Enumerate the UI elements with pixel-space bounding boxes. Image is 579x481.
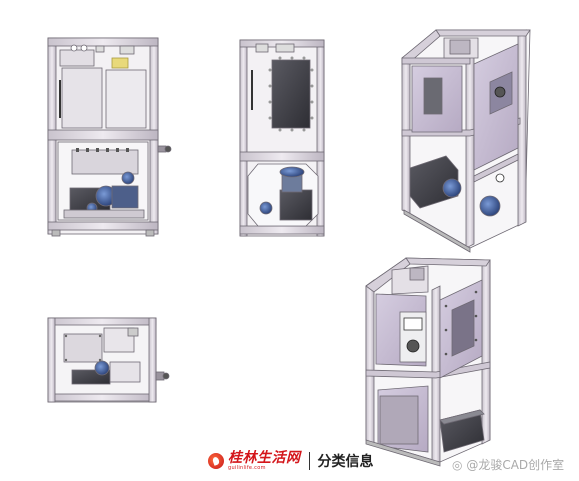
logo-mark-icon — [208, 453, 224, 469]
site-logo: 桂林生活网 guilinlife.com 分类信息 — [208, 450, 374, 472]
site-domain: guilinlife.com — [228, 465, 266, 471]
author-watermark: ◎ @龙骏CAD创作室 — [452, 456, 564, 473]
isometric-view-top — [401, 29, 531, 253]
logo-divider — [308, 452, 310, 470]
author-watermark-text: @龙骏CAD创作室 — [466, 458, 565, 472]
isometric-view-bottom — [365, 257, 491, 467]
site-name: 桂林生活网 — [228, 450, 301, 466]
side-view — [239, 39, 325, 237]
site-section: 分类信息 — [317, 454, 374, 470]
logo-text-stack: 桂林生活网 guilinlife.com — [228, 451, 301, 471]
front-view — [47, 37, 172, 237]
plan-view — [47, 317, 170, 403]
weibo-icon: ◎ — [452, 458, 463, 472]
